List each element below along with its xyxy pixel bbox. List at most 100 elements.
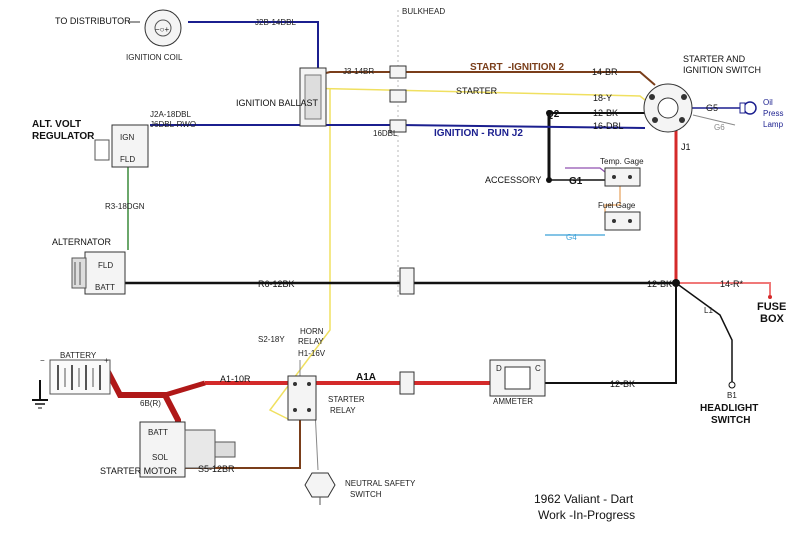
label-g4: G4 [566,233,577,242]
label-starter-relay-1: STARTER [328,395,365,404]
label-battery: BATTERY [60,351,97,360]
ammeter [489,359,546,397]
label-regulator: REGULATOR [32,131,95,142]
label-j1: J1 [681,142,691,152]
headlight-switch-terminal [728,381,736,389]
fuse-box-terminal [768,295,772,299]
label-ignition-run: IGNITION - RUN J2 [434,128,523,139]
wire-j2b-14dbl [188,21,319,75]
wire-temp-gage [565,167,606,173]
ignition-coil: −○+ [144,9,182,47]
label-batt-plus: + [104,356,109,365]
label-sm-batt: BATT [148,428,168,437]
label-horn: HORN [300,327,324,336]
label-title-2: Work -In-Progress [538,508,635,522]
wire-14r [676,282,771,295]
label-start: START [470,62,503,73]
label-switch-1: STARTER AND [683,54,746,64]
wire-g6 [692,114,736,126]
label-alt-batt: BATT [95,283,115,292]
voltage-regulator [94,124,149,168]
label-j2a-1: J2A-18DBL [150,110,191,119]
wire-starter-18y [299,87,646,101]
label-oil-2: Press [763,109,783,118]
label-bulkhead: BULKHEAD [402,7,445,16]
svg-text:−○+: −○+ [155,25,170,34]
label-ignition-coil: IGNITION COIL [126,53,183,62]
label-ign2: -IGNITION 2 [508,62,565,73]
label-a1: A1-10R [220,374,251,384]
label-r3: R3-18DGN [105,202,145,211]
neutral-safety-switch [304,472,336,505]
label-neutral-2: SWITCH [350,490,382,499]
label-fuse: FUSE [757,301,786,313]
label-16dbl: 16-DBL [593,121,624,131]
label-a1a: A1A [356,372,376,383]
label-s2: S2-18Y [258,335,285,344]
label-l1: L1 [704,306,713,315]
label-to-distributor: TO DISTRIBUTOR [55,16,131,26]
label-headlight: HEADLIGHT [700,403,758,414]
label-temp-gage: Temp. Gage [600,157,644,166]
fuel-gage [604,211,641,231]
label-g6: G6 [714,123,725,132]
wire-12bk-ammeter [545,283,677,384]
label-alt-fld: FLD [98,261,113,270]
wire-start-ign2 [404,71,656,86]
label-title-1: 1962 Valiant - Dart [534,492,634,506]
g1-dot [546,177,552,183]
label-g1: G1 [569,176,583,187]
label-batt-minus: − [40,356,45,365]
label-16dbl-left: 16DBL [373,129,398,138]
label-12bk-right: 12-BK [647,279,672,289]
label-j3: J3-14BR [343,67,374,76]
label-reg-fld: FLD [120,155,135,164]
label-sm-sol: SOL [152,453,169,462]
label-box: BOX [760,313,785,325]
oil-press-lamp [739,101,757,115]
label-18y: 18-Y [593,93,612,103]
starter-motor [139,421,236,478]
battery [32,359,111,409]
label-fuel-gage: Fuel Gage [598,201,636,210]
label-12bk-bottom: 12-BK [610,379,635,389]
label-starter: STARTER [456,86,498,96]
label-alternator: ALTERNATOR [52,237,112,247]
label-ign: IGN [120,133,134,142]
label-ammeter: AMMETER [493,397,533,406]
label-ignition-ballast: IGNITION BALLAST [236,98,319,108]
starter-relay [287,375,317,421]
bulkhead-connectors [389,65,415,395]
alternator [71,251,126,295]
temp-gage [604,167,641,187]
ignition-ballast [299,67,327,127]
label-g5: G5 [706,103,718,113]
label-oil-1: Oil [763,98,773,107]
label-j2b: J2B-14DBL [255,18,296,27]
label-starter-relay-2: RELAY [330,406,356,415]
label-alt-volt: ALT. VOLT [32,119,81,130]
label-relay: RELAY [298,337,324,346]
label-accessory: ACCESSORY [485,175,541,185]
label-12bk: 12-BK [593,108,618,118]
starter-ignition-switch [643,83,693,133]
label-headlight-switch: SWITCH [711,415,750,426]
label-14r: 14-R* [720,279,744,289]
label-neutral-1: NEUTRAL SAFETY [345,479,416,488]
q2-dot [546,110,552,116]
label-6br: 6B(R) [140,399,161,408]
wire-s5-12br [180,420,301,469]
label-s5: S5-12BR [198,464,235,474]
label-j2a-2: J6DBL-RWO [150,120,196,129]
label-14br: 14-BR [592,67,618,77]
label-switch-2: IGNITION SWITCH [683,65,761,75]
label-q2: Q2 [546,109,560,120]
junction-dot [672,279,680,287]
label-b1: B1 [727,391,737,400]
label-oil-3: Lamp [763,120,784,129]
wire-l1 [675,282,733,385]
label-h1: H1-16V [298,349,326,358]
label-r6: R6-12BK [258,279,295,289]
label-ammeter-d: D [496,364,502,373]
